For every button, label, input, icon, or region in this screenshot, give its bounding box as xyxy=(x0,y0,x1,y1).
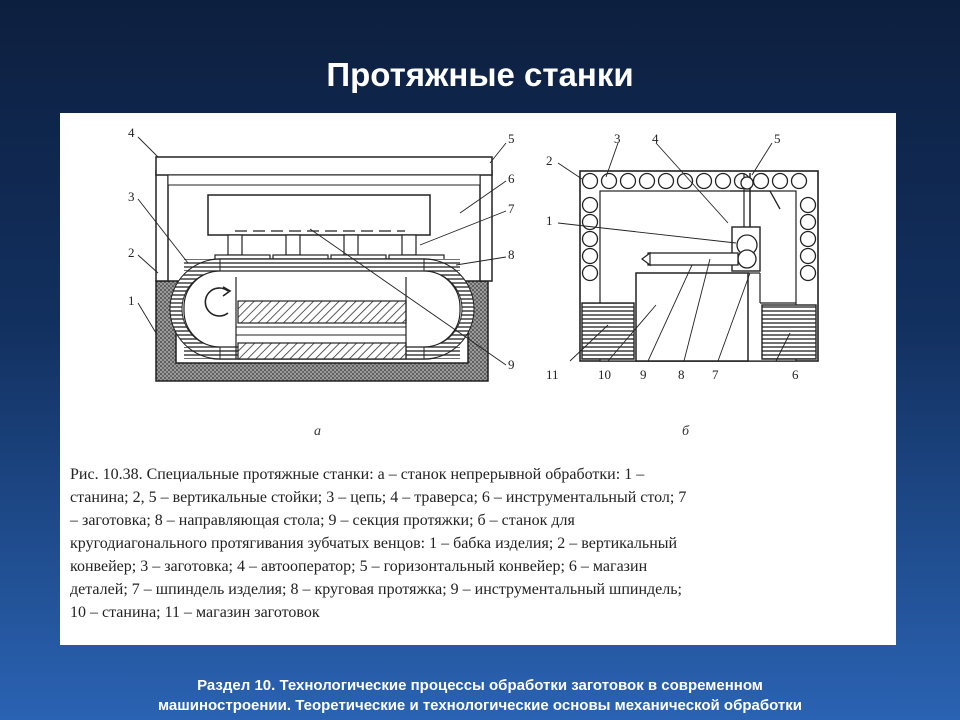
conveyor-roller xyxy=(676,172,694,190)
left-column xyxy=(155,170,169,282)
conveyor-roller xyxy=(752,172,770,190)
label-b-1: 1 xyxy=(546,213,553,228)
caption-line: Рис. 10.38. Специальные протяжные станки… xyxy=(70,466,645,483)
caption-line: кругодиагонального протягивания зубчатых… xyxy=(70,535,678,552)
label-a-4: 4 xyxy=(128,125,135,140)
conveyor-roller xyxy=(619,172,637,190)
figure-panel: 4 5 6 3 7 2 8 1 9 а xyxy=(60,113,896,645)
caption-line: 10 – станина; 11 – магазин заготовок xyxy=(70,604,320,621)
conveyor-roller xyxy=(771,172,789,190)
conveyor-roller xyxy=(600,172,618,190)
slide-title: Протяжные станки xyxy=(326,56,634,93)
label-b-11: 11 xyxy=(546,367,559,382)
label-b-2: 2 xyxy=(546,153,553,168)
conveyor-roller xyxy=(799,196,817,214)
conveyor-roller xyxy=(581,247,599,265)
conveyor-roller xyxy=(638,172,656,190)
label-b-3: 3 xyxy=(614,131,621,146)
view-a-continuous-broaching-machine: 4 5 6 3 7 2 8 1 9 а xyxy=(128,125,515,439)
caption-line: – заготовка; 8 – направляющая стола; 9 –… xyxy=(70,512,575,529)
conveyor-roller xyxy=(581,230,599,248)
sublabel-b: б xyxy=(682,424,690,439)
conveyor-roller xyxy=(799,247,817,265)
horizontal-conveyor xyxy=(581,172,808,190)
label-b-6: 6 xyxy=(792,367,799,382)
caption-line: деталей; 7 – шпиндель изделия; 8 – круго… xyxy=(70,581,682,598)
view-b-circular-diagonal-broaching-machine: 3 4 5 2 1 11 10 9 8 7 6 б xyxy=(546,131,819,439)
conveyor-roller xyxy=(799,230,817,248)
label-b-4: 4 xyxy=(652,131,659,146)
part-magazine xyxy=(761,304,817,360)
conveyor-roller xyxy=(799,213,817,231)
traverse-inner xyxy=(167,174,481,186)
label-a-2: 2 xyxy=(128,245,135,260)
label-a-5: 5 xyxy=(508,131,515,146)
conveyor-roller xyxy=(657,172,675,190)
caption-line: конвейер; 3 – заготовка; 4 – автооперато… xyxy=(70,558,648,575)
label-b-10: 10 xyxy=(598,367,611,382)
tool-spindle xyxy=(647,252,739,266)
label-b-8: 8 xyxy=(678,367,685,382)
figure-caption: Рис. 10.38. Специальные протяжные станки… xyxy=(70,463,875,624)
conveyor-roller xyxy=(581,264,599,282)
label-b-9: 9 xyxy=(640,367,647,382)
conveyor-roller xyxy=(714,172,732,190)
label-b-5: 5 xyxy=(774,131,781,146)
label-a-9: 9 xyxy=(508,357,515,372)
vertical-conveyor xyxy=(581,196,599,282)
label-b-7: 7 xyxy=(712,367,719,382)
conveyor-roller xyxy=(581,172,599,190)
machine-bed-b xyxy=(635,272,749,362)
right-conveyor xyxy=(799,196,817,282)
label-a-1: 1 xyxy=(128,293,135,308)
label-a-7: 7 xyxy=(508,201,515,216)
conveyor-roller xyxy=(799,264,817,282)
traverse xyxy=(155,156,493,176)
footer-line-1: Раздел 10. Технологические процессы обра… xyxy=(197,677,763,694)
right-column xyxy=(479,170,493,282)
section-footer: Раздел 10. Технологические процессы обра… xyxy=(0,676,960,716)
caption-line: станина; 2, 5 – вертикальные стойки; 3 –… xyxy=(70,489,687,506)
blank-magazine xyxy=(581,302,635,360)
conveyor-roller xyxy=(581,196,599,214)
tool-table xyxy=(207,194,431,236)
broaching-machines-diagram: 4 5 6 3 7 2 8 1 9 а xyxy=(128,125,819,439)
label-a-3: 3 xyxy=(128,189,135,204)
sublabel-a: а xyxy=(314,424,321,439)
footer-line-2: машиностроении. Теоретические и технолог… xyxy=(158,697,802,714)
label-a-6: 6 xyxy=(508,171,515,186)
conveyor-roller xyxy=(790,172,808,190)
label-a-8: 8 xyxy=(508,247,515,262)
conveyor-roller xyxy=(695,172,713,190)
